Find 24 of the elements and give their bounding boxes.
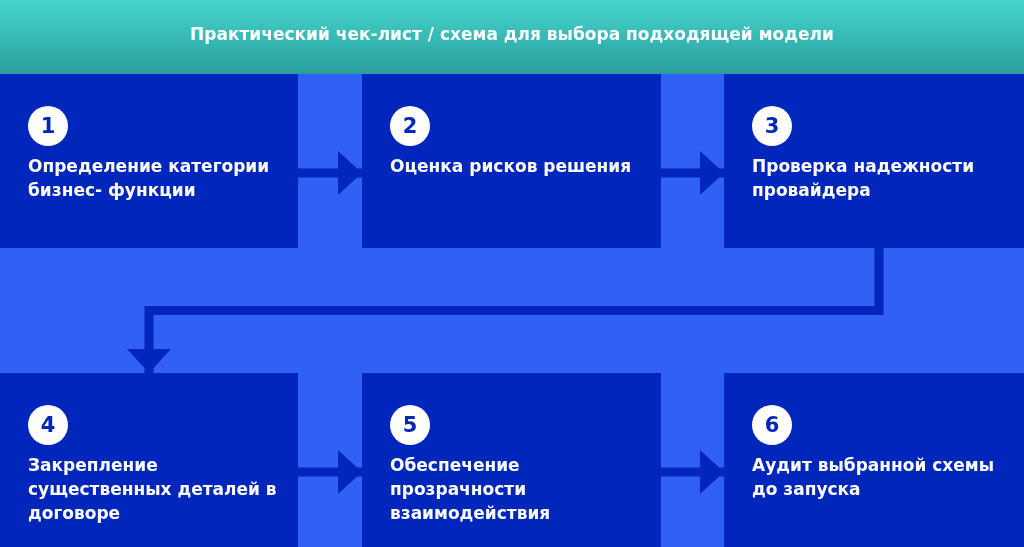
step-label: Закрепление существенных деталей в договоре bbox=[28, 454, 278, 525]
step-label: Оценка рисков решения bbox=[390, 155, 633, 178]
arrow bbox=[661, 450, 724, 494]
step-label: Аудит выбранной схемы до запуска bbox=[752, 454, 996, 501]
step-number: 1 bbox=[28, 106, 68, 146]
step-number: 4 bbox=[28, 405, 68, 445]
step-number: 5 bbox=[390, 405, 430, 445]
step-label: Проверка надежности провайдера bbox=[752, 155, 976, 202]
step-box bbox=[724, 373, 1024, 547]
step-number: 6 bbox=[752, 405, 792, 445]
step-box bbox=[362, 373, 661, 547]
arrow bbox=[298, 151, 362, 195]
step-box bbox=[362, 74, 661, 248]
step-number: 2 bbox=[390, 106, 430, 146]
step-number: 3 bbox=[752, 106, 792, 146]
step-box bbox=[724, 74, 1024, 248]
step-label: Обеспечение прозрачности взаимодействия bbox=[390, 454, 552, 525]
arrow bbox=[298, 450, 362, 494]
title: Практический чек-лист / схема для выбора подходящей модели bbox=[189, 24, 835, 44]
arrow bbox=[661, 151, 724, 195]
step-label: Определение категории бизнес- функции bbox=[28, 155, 271, 202]
step-box bbox=[0, 373, 298, 547]
arrow bbox=[127, 248, 884, 373]
step-box bbox=[0, 74, 298, 248]
